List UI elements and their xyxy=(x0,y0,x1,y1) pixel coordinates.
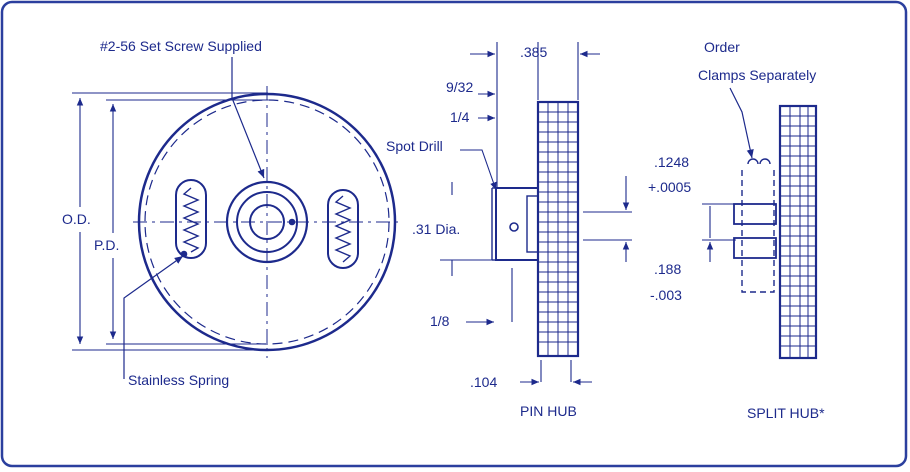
dim-1-4-label: 1/4 xyxy=(450,109,470,125)
dim-1-8-label: 1/8 xyxy=(430,313,450,329)
clamps-separately-label: Clamps Separately xyxy=(698,67,816,83)
dia-31-label: .31 Dia. xyxy=(412,221,460,237)
order-label: Order xyxy=(704,39,740,55)
dim-188-label: .188 xyxy=(654,261,681,277)
bore-dimensions xyxy=(583,176,736,262)
dim-1248-label: .1248 xyxy=(654,154,689,170)
dim-104-label: .104 xyxy=(470,374,497,390)
tol-0005-label: +.0005 xyxy=(648,179,691,195)
left-spring-slot xyxy=(175,179,207,259)
pin-hub-label: PIN HUB xyxy=(520,403,577,419)
set-screw-label: #2-56 Set Screw Supplied xyxy=(100,38,262,54)
pin-hub-dimensions xyxy=(440,42,600,386)
split-hub-label: SPLIT HUB* xyxy=(747,405,825,421)
spring-leader xyxy=(123,255,184,379)
set-screw-leader xyxy=(231,57,265,179)
stainless-spring-label: Stainless Spring xyxy=(128,372,229,388)
tol-003-label: -.003 xyxy=(650,287,682,303)
pd-label: P.D. xyxy=(94,237,119,253)
spot-drill-label: Spot Drill xyxy=(386,138,443,154)
split-hub-side-view xyxy=(729,87,818,360)
pin-hub-side-view xyxy=(491,100,580,358)
dim-385-label: .385 xyxy=(520,44,547,60)
right-spring-slot xyxy=(327,189,359,269)
od-pd-dimensions xyxy=(72,92,268,351)
od-label: O.D. xyxy=(62,211,91,227)
dim-9-32-label: 9/32 xyxy=(446,79,473,95)
